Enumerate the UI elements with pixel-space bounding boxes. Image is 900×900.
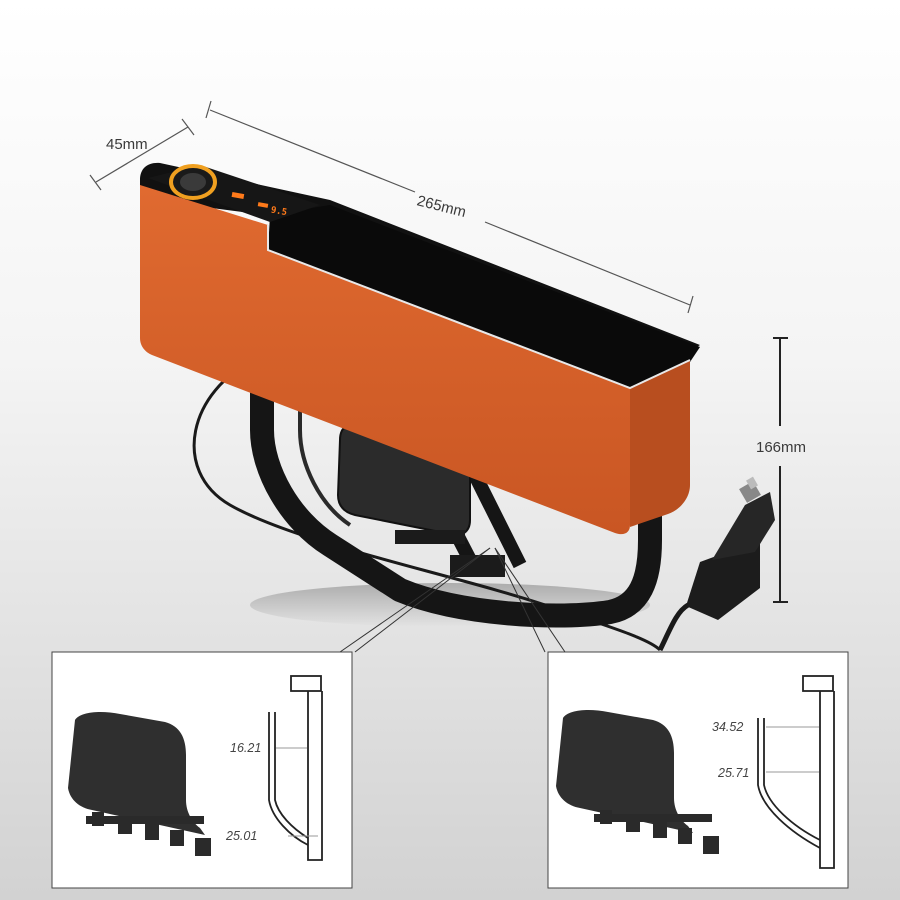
clip-plate-right bbox=[556, 710, 693, 833]
organizer-body: 9.5 bbox=[140, 162, 700, 535]
callout-lines bbox=[339, 547, 566, 653]
mounting-bracket bbox=[250, 368, 662, 628]
usb-port-icon bbox=[231, 191, 245, 199]
end-panel bbox=[630, 360, 690, 527]
detail-box-right: 34.52 25.71 bbox=[547, 651, 849, 889]
dimension-height bbox=[773, 337, 788, 603]
led-display: 9.5 bbox=[270, 205, 288, 218]
detail-box-left: 16.21 25.01 bbox=[51, 651, 353, 889]
height-label: 166mm bbox=[756, 439, 806, 456]
detail-right-upper: 34.52 bbox=[712, 720, 743, 734]
detail-left-lower: 25.01 bbox=[225, 829, 257, 843]
cigarette-lighter-plug-icon bbox=[657, 476, 775, 652]
power-ring-icon bbox=[169, 164, 217, 200]
detail-right-lower: 25.71 bbox=[717, 766, 749, 780]
detail-left-upper: 16.21 bbox=[230, 741, 261, 755]
profile-right bbox=[757, 675, 835, 869]
dimension-length bbox=[205, 100, 694, 314]
tray-opening bbox=[268, 205, 700, 390]
clip-plate-left bbox=[68, 712, 205, 835]
front-panel bbox=[140, 185, 630, 535]
length-label: 265mm bbox=[415, 192, 468, 221]
depth-label: 45mm bbox=[106, 136, 148, 153]
usb-c-port-icon bbox=[257, 202, 269, 208]
profile-left bbox=[268, 675, 323, 861]
dimension-depth bbox=[89, 118, 195, 191]
